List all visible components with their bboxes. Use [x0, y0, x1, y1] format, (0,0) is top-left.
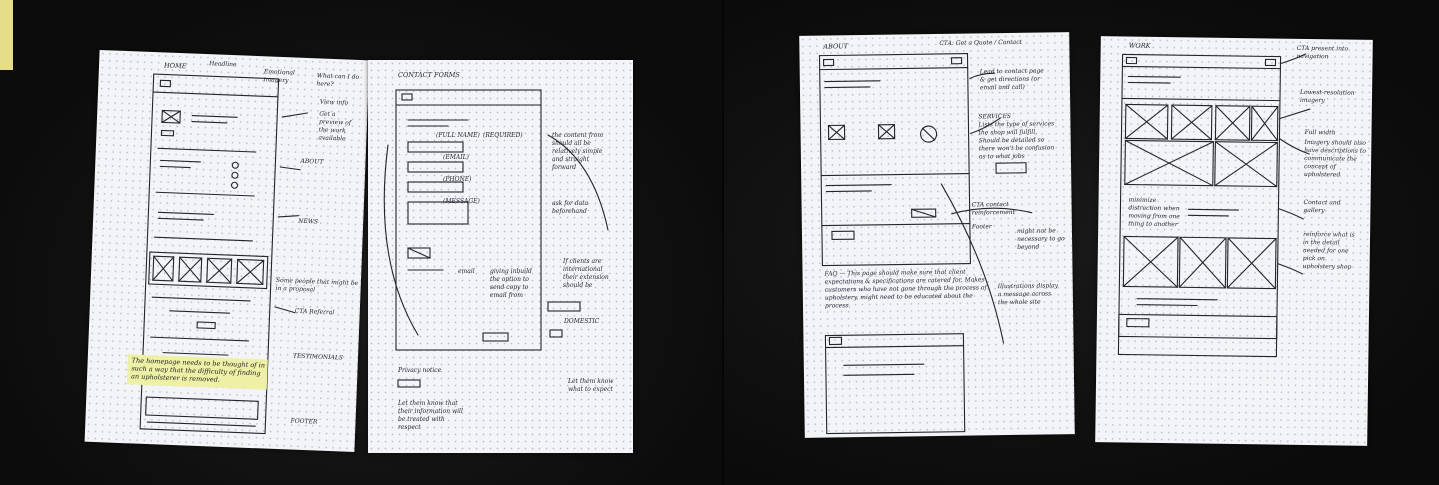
- contact-forms-sheet: CONTACT FORMS (FULL NAME) (REQUIRED) (EM…: [368, 60, 633, 453]
- home-note-11: FOOTER: [290, 417, 318, 426]
- work-note-2: Lowest-resolution imagery: [1299, 88, 1355, 105]
- home-wireframe-drawing: [139, 73, 308, 435]
- about-title: ABOUT: [823, 42, 849, 51]
- sticky-note-edge: [0, 0, 13, 70]
- work-wireframe-drawing: [1117, 53, 1311, 358]
- work-note-6: minimize distraction when moving from on…: [1128, 196, 1180, 229]
- cf-note-13: Privacy notice: [398, 367, 442, 374]
- cf-note-10: If clients are international their exten…: [563, 258, 609, 289]
- home-note-6: ABOUT: [300, 157, 324, 166]
- about-note-1: CTA: Get a Quote / Contact: [939, 38, 1023, 47]
- work-note-3: Full width: [1304, 128, 1336, 137]
- about-note-7: might not be necessary to go beyond: [1016, 227, 1065, 251]
- cf-note-3: (EMAIL): [443, 154, 469, 161]
- about-faq-text: FAQ — This page should make sure that cl…: [824, 268, 987, 310]
- work-title: WORK: [1128, 41, 1151, 50]
- home-note-4: View info: [319, 98, 349, 107]
- photo-divider: [722, 0, 724, 485]
- contact-forms-title: CONTACT FORMS: [398, 71, 460, 79]
- about-wireframe-sheet: ABOUT CTA: Get a Quote / Contact Lead to…: [799, 32, 1075, 438]
- work-note-1: CTA present into navigation: [1296, 44, 1349, 61]
- cf-note-5: (MESSAGE): [443, 198, 480, 205]
- home-note-9: CTA Referral: [294, 307, 335, 317]
- work-note-4: Imagery should also have descriptions to…: [1303, 138, 1366, 179]
- about-wireframe-drawing: [818, 52, 1033, 435]
- home-note-8: Some people that might be in a proposal: [275, 276, 359, 294]
- home-wireframe-sheet: HOME Headline Emotional imagery What can…: [84, 49, 370, 453]
- work-note-7: reinforce what is in the detail needed f…: [1302, 230, 1355, 271]
- about-note-8: Illustrations display a message across t…: [997, 282, 1059, 307]
- work-wireframe-sheet: WORK CTA present into navigation Lowest-…: [1095, 36, 1373, 446]
- right-photo: ABOUT CTA: Get a Quote / Contact Lead to…: [724, 0, 1439, 485]
- home-title: HOME: [163, 61, 187, 71]
- cf-note-12: Let them know that their information wil…: [398, 400, 463, 431]
- highlight-text: The homepage needs to be thought of in s…: [130, 356, 266, 384]
- home-note-5: Get a preview of the work available: [318, 110, 352, 143]
- about-note-2: Lead to contact page & get directions (o…: [979, 67, 1044, 92]
- left-photo: HOME Headline Emotional imagery What can…: [0, 0, 722, 485]
- home-note-7: NEWS: [298, 217, 319, 226]
- home-note-1: Headline: [209, 60, 237, 69]
- cf-note-7: ask for data beforehand: [552, 200, 589, 215]
- cf-note-8: email: [458, 268, 475, 275]
- about-note-4: Lists the type of services the shop will…: [978, 120, 1055, 161]
- home-note-2: Emotional imagery: [263, 68, 296, 85]
- cf-note-14: Let them know what to expect: [568, 378, 614, 393]
- home-note-3: What can I do here?: [316, 72, 360, 88]
- cf-note-1: (FULL NAME): [436, 132, 480, 139]
- cf-note-11: DOMESTIC: [564, 318, 600, 325]
- cf-note-6: the content from should all be relativel…: [552, 132, 604, 171]
- work-note-5: Contact and gallery: [1303, 198, 1341, 215]
- cf-note-2: (REQUIRED): [483, 132, 523, 139]
- about-note-5: CTA contact reinforcement: [971, 200, 1016, 217]
- cf-note-9: giving inbuild the option to send copy t…: [490, 268, 532, 299]
- contact-forms-drawing: [383, 89, 609, 388]
- cf-note-4: (PHONE): [443, 176, 472, 183]
- about-note-6: Footer: [971, 223, 992, 231]
